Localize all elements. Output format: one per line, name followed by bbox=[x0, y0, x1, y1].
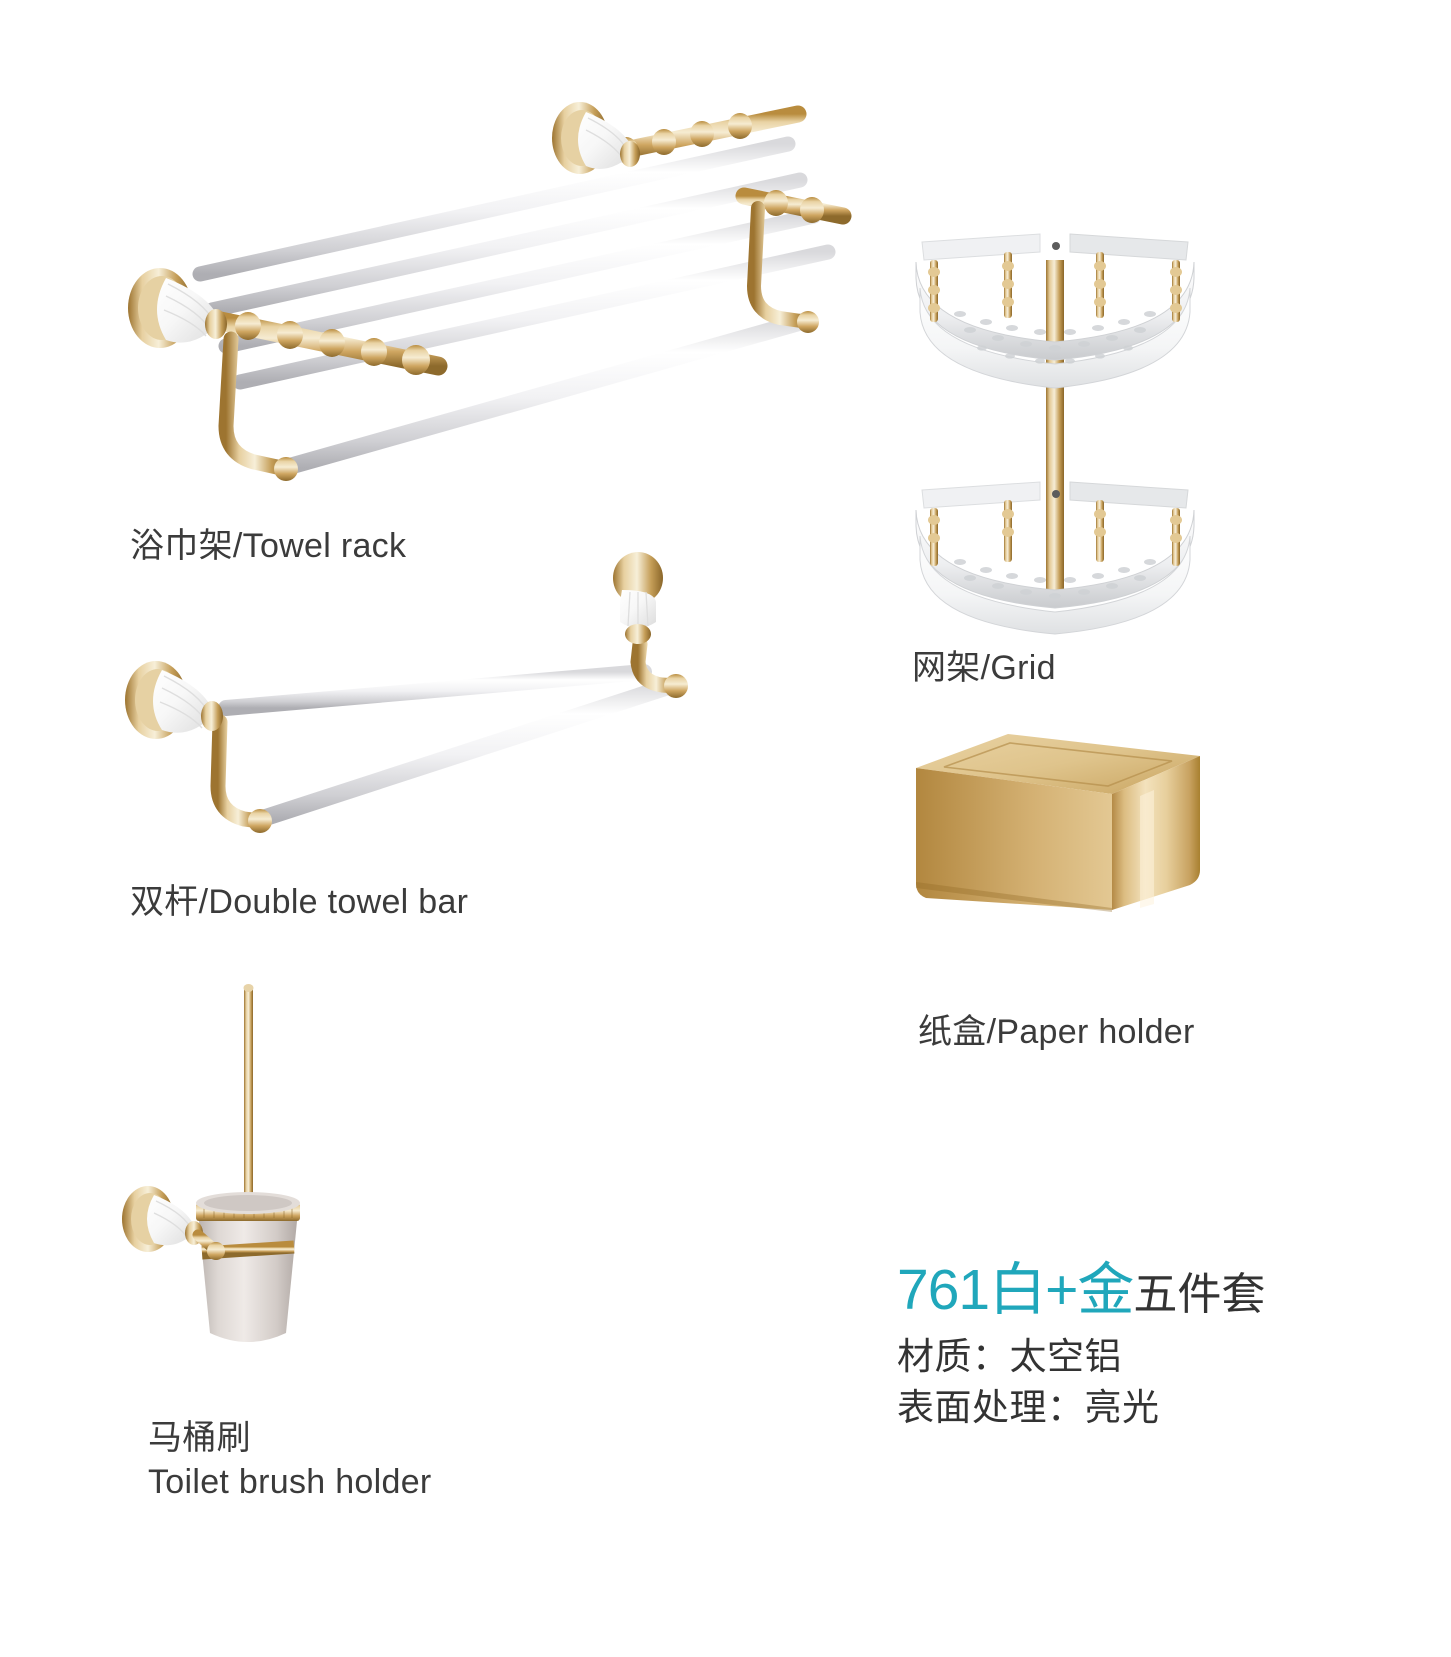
product-label-double-towel-bar: 双杆/Double towel bar bbox=[130, 883, 469, 921]
model-code: 761白+金 bbox=[897, 1258, 1134, 1322]
paper-holder-box-icon bbox=[900, 720, 1240, 940]
product-toilet-brush-holder[interactable]: 马桶刷 Toilet brush holder bbox=[120, 984, 620, 1504]
corner-grid-shelf-icon bbox=[890, 222, 1220, 635]
wall-flange-right bbox=[613, 552, 663, 644]
label-line-cn: 马桶刷 bbox=[148, 1419, 251, 1457]
wall-flange-right bbox=[552, 102, 640, 174]
towel-rack-icon bbox=[108, 96, 852, 516]
product-paper-holder[interactable]: 纸盒/Paper holder bbox=[900, 720, 1240, 1054]
wall-flange-left bbox=[128, 268, 227, 348]
product-label-grid-shelf: 网架/Grid bbox=[912, 649, 1056, 687]
model-title: 761白+金五件套 bbox=[897, 1262, 1367, 1319]
wall-flange-left bbox=[125, 661, 223, 739]
spec-finish: 表面处理：亮光 bbox=[897, 1387, 1160, 1429]
product-label-towel-rack: 浴巾架/Towel rack bbox=[130, 527, 407, 565]
product-towel-rack[interactable]: 浴巾架/Towel rack bbox=[108, 96, 852, 568]
double-towel-bar-icon bbox=[108, 540, 848, 870]
product-double-towel-bar[interactable]: 双杆/Double towel bar bbox=[108, 540, 848, 924]
product-grid-shelf[interactable]: 网架/Grid bbox=[890, 222, 1220, 690]
toilet-brush-holder-icon bbox=[120, 984, 620, 1405]
product-label-paper-holder: 纸盒/Paper holder bbox=[918, 1013, 1195, 1051]
wall-flange bbox=[122, 1186, 225, 1260]
label-line-en: Toilet brush holder bbox=[148, 1462, 432, 1501]
product-label-toilet-brush-holder: 马桶刷 Toilet brush holder bbox=[148, 1417, 620, 1504]
set-suffix: 五件套 bbox=[1133, 1270, 1266, 1319]
spec-material: 材质：太空铝 bbox=[897, 1336, 1122, 1377]
spec-block: 761白+金五件套 材质：太空铝 表面处理：亮光 bbox=[897, 1262, 1367, 1433]
